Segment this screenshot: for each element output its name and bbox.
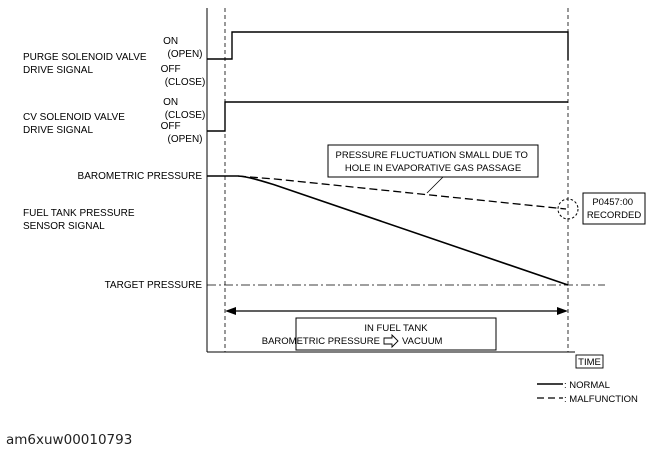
time-label: TIME — [578, 357, 601, 368]
cv-name-label: CV SOLENOID VALVE DRIVE SIGNAL — [23, 112, 128, 136]
dtc-recorded-text: P0457:00 RECORDED — [587, 197, 642, 221]
cv-on-label: ON (CLOSE) — [163, 97, 205, 121]
span-arrow-right-head — [557, 307, 568, 315]
purge-off-label: OFF (CLOSE) — [161, 64, 206, 88]
dtc-point-circle — [557, 198, 579, 220]
barometric-pressure-label: BAROMETRIC PRESSURE — [78, 171, 203, 182]
purge-signal-trace — [207, 31, 569, 60]
cv-off-label: OFF (OPEN) — [161, 121, 203, 145]
hollow-arrow-icon — [383, 333, 399, 349]
fluctuation-callout-box — [327, 144, 539, 178]
target-pressure-label: TARGET PRESSURE — [105, 280, 203, 291]
fluctuation-callout-text: PRESSURE FLUCTUATION SMALL DUE TO HOLE I… — [336, 150, 531, 174]
span-arrow-left-head — [225, 307, 236, 315]
cv-signal-trace — [207, 101, 568, 132]
span-description-line1: IN FUEL TANK — [364, 323, 428, 334]
fuel-tank-name-label: FUEL TANK PRESSURE SENSOR SIGNAL — [23, 208, 137, 232]
legend-malfunction-label: : MALFUNCTION — [564, 394, 638, 405]
span-description-box — [295, 317, 497, 351]
time-label-box — [575, 354, 604, 369]
legend-normal-label: : NORMAL — [564, 380, 610, 391]
purge-on-label: ON (OPEN) — [163, 36, 202, 60]
malfunction-pressure-trace — [237, 175, 567, 210]
fluctuation-callout-leader — [426, 176, 444, 194]
dtc-recorded-box — [582, 192, 646, 225]
image-code: am6xuw00010793 — [6, 432, 132, 448]
purge-name-label: PURGE SOLENOID VALVE DRIVE SIGNAL — [23, 52, 149, 76]
span-description-line2a: BAROMETRIC PRESSURE — [262, 336, 380, 347]
normal-pressure-trace — [207, 175, 569, 286]
span-description-line2b: VACUUM — [402, 336, 443, 347]
